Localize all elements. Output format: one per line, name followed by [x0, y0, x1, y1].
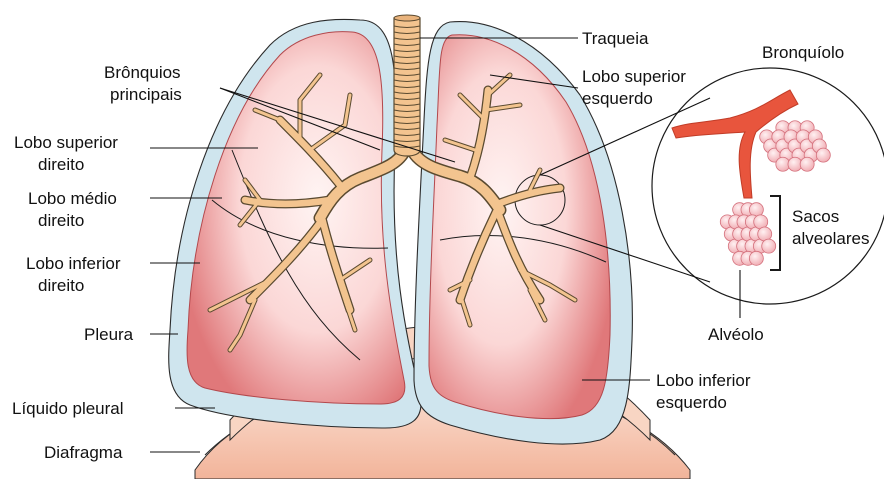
label-lobo-inferior-direito: Lobo inferior — [26, 254, 121, 273]
label-bronquios: Brônquios — [104, 63, 181, 82]
label-lobo-medio-direito-2: direito — [38, 211, 84, 230]
label-lobo-inferior-direito-2: direito — [38, 276, 84, 295]
alveolus — [762, 239, 776, 253]
label-lobo-inferior-esquerdo: Lobo inferior — [656, 371, 751, 390]
label-alveolo: Alvéolo — [708, 325, 764, 344]
label-sacos-alveolares-2: alveolares — [792, 229, 870, 248]
trachea — [394, 15, 420, 156]
alveolus — [749, 251, 763, 265]
label-pleura: Pleura — [84, 325, 134, 344]
label-lobo-superior-direito: Lobo superior — [14, 133, 118, 152]
alveolus — [816, 148, 830, 162]
label-liquido-pleural: Líquido pleural — [12, 399, 124, 418]
alveolus — [800, 157, 814, 171]
right-lung — [169, 19, 421, 428]
label-traqueia: Traqueia — [582, 29, 649, 48]
label-diafragma: Diafragma — [44, 443, 123, 462]
label-lobo-inferior-esquerdo-2: esquerdo — [656, 393, 727, 412]
label-sacos-alveolares: Sacos — [792, 207, 839, 226]
label-lobo-superior-esquerdo: Lobo superior — [582, 67, 686, 86]
label-lobo-superior-direito-2: direito — [38, 155, 84, 174]
label-lobo-superior-esquerdo-2: esquerdo — [582, 89, 653, 108]
label-bronquios-2: principais — [110, 85, 182, 104]
label-lobo-medio-direito: Lobo médio — [28, 189, 117, 208]
label-bronquiolo: Bronquíolo — [762, 43, 844, 62]
right-lung-tissue — [187, 32, 405, 404]
alveoli-detail-inset — [652, 68, 884, 304]
